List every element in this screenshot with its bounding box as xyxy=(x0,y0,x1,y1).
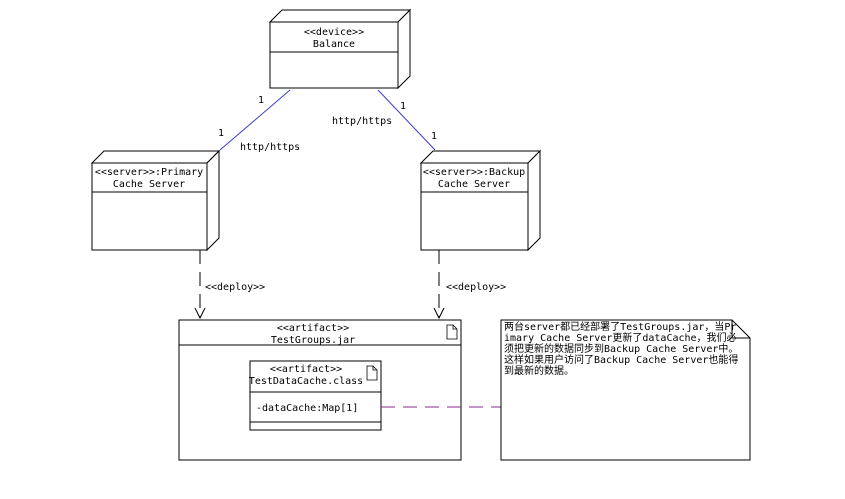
node-balance[interactable]: <<device>> Balance xyxy=(268,8,412,90)
node-backup-cache-server[interactable]: <<server>>:Backup Cache Server xyxy=(419,149,542,252)
association-balance-primary xyxy=(219,89,291,151)
association-balance-backup xyxy=(377,89,436,151)
inner-artifact-name: TestDataCache.class xyxy=(249,376,363,387)
link-label-left: http/https xyxy=(240,142,300,153)
primary-line2: Cache Server xyxy=(113,179,185,190)
mult-right-bottom: 1 xyxy=(431,131,437,142)
document-icon xyxy=(446,324,458,340)
document-icon xyxy=(366,365,378,381)
link-label-right: http/https xyxy=(332,116,392,127)
artifact-stereotype: <<artifact>> xyxy=(277,323,349,334)
deploy-dependency-left: <<deploy>> xyxy=(194,250,265,320)
artifact-name: TestGroups.jar xyxy=(271,335,355,346)
deploy-label-right: <<deploy>> xyxy=(446,282,506,293)
mult-left-top: 1 xyxy=(258,95,264,106)
balance-stereotype: <<device>> xyxy=(304,27,364,38)
inner-artifact-stereotype: <<artifact>> xyxy=(270,364,342,375)
backup-line1: <<server>>:Backup xyxy=(423,167,525,178)
note[interactable] xyxy=(500,319,751,461)
inner-artifact-attribute: -dataCache:Map[1] xyxy=(256,403,358,414)
artifact-testdatacache-class[interactable]: <<artifact>> TestDataCache.class -dataCa… xyxy=(249,360,382,431)
node-primary-cache-server[interactable]: <<server>>:Primary Cache Server xyxy=(90,149,221,252)
deploy-dependency-right: <<deploy>> xyxy=(433,250,506,320)
mult-left-bottom: 1 xyxy=(218,128,224,139)
deploy-label-left: <<deploy>> xyxy=(205,282,265,293)
primary-line1: <<server>>:Primary xyxy=(95,167,203,178)
backup-line2: Cache Server xyxy=(438,179,510,190)
mult-right-top: 1 xyxy=(400,101,406,112)
balance-name: Balance xyxy=(313,39,355,50)
note-text: 两台server都已经部署了TestGroups.jar，当Primary Ca… xyxy=(504,322,739,377)
